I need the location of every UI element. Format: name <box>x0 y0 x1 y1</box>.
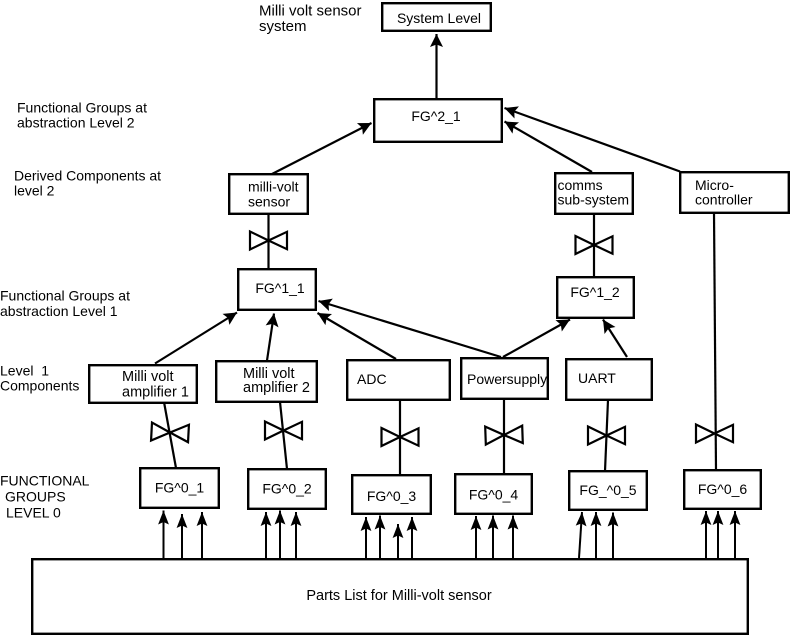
svg-text:UART: UART <box>578 370 616 386</box>
svg-text:Milli volt sensor: Milli volt sensor <box>259 3 362 20</box>
svg-text:Powersupply: Powersupply <box>467 371 547 387</box>
svg-text:FG^0_6: FG^0_6 <box>698 481 748 497</box>
svg-text:Derived Components at: Derived Components at <box>14 168 161 184</box>
svg-text:comms: comms <box>558 177 603 193</box>
svg-text:FG^1_1: FG^1_1 <box>255 280 305 296</box>
svg-text:Level 1: Level 1 <box>0 363 49 379</box>
svg-text:Functional Groups at: Functional Groups at <box>17 100 147 116</box>
svg-text:amplifier 2: amplifier 2 <box>243 380 310 396</box>
svg-text:FG^0_2: FG^0_2 <box>262 481 312 497</box>
svg-text:abstraction Level 1: abstraction Level 1 <box>0 303 118 319</box>
svg-text:Components: Components <box>0 378 79 394</box>
svg-text:GROUPS: GROUPS <box>5 489 66 505</box>
svg-text:FG^0_1: FG^0_1 <box>155 480 205 496</box>
svg-text:Functional Groups at: Functional Groups at <box>0 288 130 304</box>
svg-text:sub-system: sub-system <box>558 192 630 208</box>
svg-text:System Level: System Level <box>397 10 481 26</box>
svg-text:controller: controller <box>695 192 753 208</box>
svg-text:ADC: ADC <box>357 371 387 387</box>
svg-text:Milli volt: Milli volt <box>243 366 295 382</box>
svg-text:level 2: level 2 <box>14 183 55 199</box>
svg-text:FG^2_1: FG^2_1 <box>411 108 461 124</box>
svg-text:FG^1_2: FG^1_2 <box>570 284 620 300</box>
svg-text:FG_^0_5: FG_^0_5 <box>579 482 636 498</box>
svg-text:amplifier 1: amplifier 1 <box>122 385 189 401</box>
svg-text:LEVEL 0: LEVEL 0 <box>6 505 61 521</box>
svg-text:FUNCTIONAL: FUNCTIONAL <box>0 473 90 489</box>
svg-text:Milli volt: Milli volt <box>122 369 174 385</box>
svg-text:abstraction Level 2: abstraction Level 2 <box>17 115 135 131</box>
svg-text:Parts List for Milli-volt sens: Parts List for Milli-volt sensor <box>306 588 491 604</box>
svg-text:FG^0_4: FG^0_4 <box>469 487 519 503</box>
svg-text:system: system <box>259 18 307 35</box>
svg-text:Micro-: Micro- <box>695 177 734 193</box>
svg-text:sensor: sensor <box>248 194 290 210</box>
svg-text:FG^0_3: FG^0_3 <box>367 488 417 504</box>
svg-text:milli-volt: milli-volt <box>248 179 299 195</box>
